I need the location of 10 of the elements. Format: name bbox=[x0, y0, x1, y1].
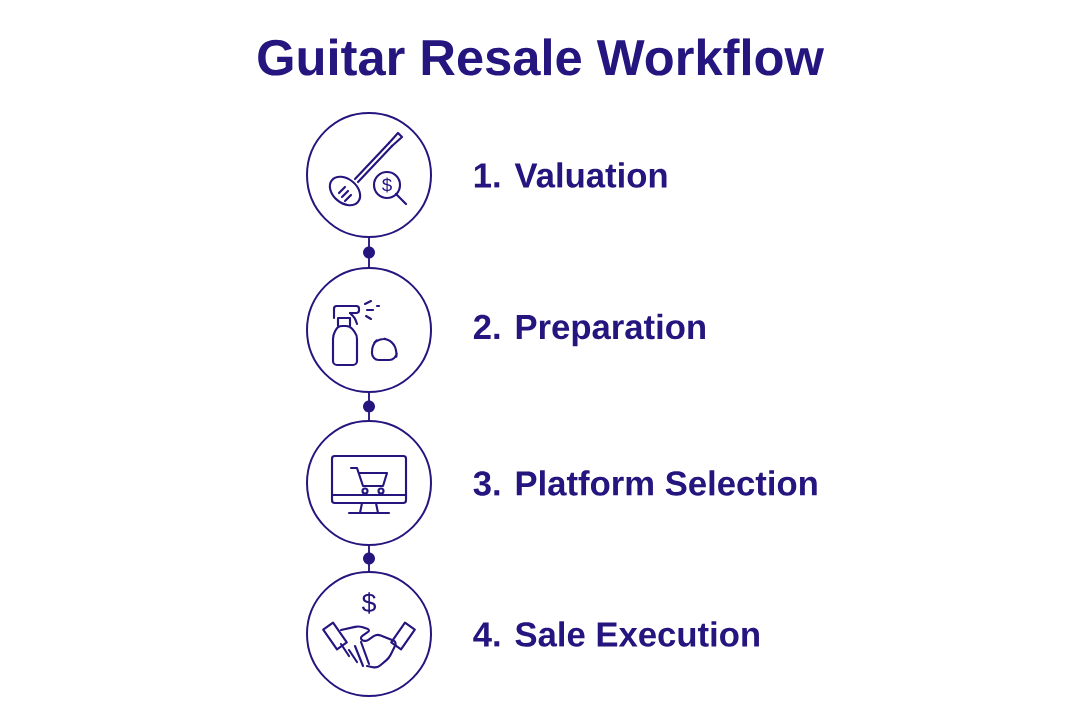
step-label: 1. Valuation bbox=[474, 162, 667, 188]
step-label: 2. Preparation bbox=[473, 313, 705, 347]
connector bbox=[363, 545, 375, 572]
dollar-sign: $ bbox=[382, 177, 392, 193]
connector bbox=[363, 237, 375, 268]
connector bbox=[363, 392, 375, 421]
step-label: 4. Sale Execution bbox=[473, 621, 759, 647]
title: Guitar Resale Workflow bbox=[258, 38, 824, 76]
dollar-sign: $ bbox=[361, 592, 376, 614]
step-label: 3. Platform Selection bbox=[473, 470, 817, 496]
